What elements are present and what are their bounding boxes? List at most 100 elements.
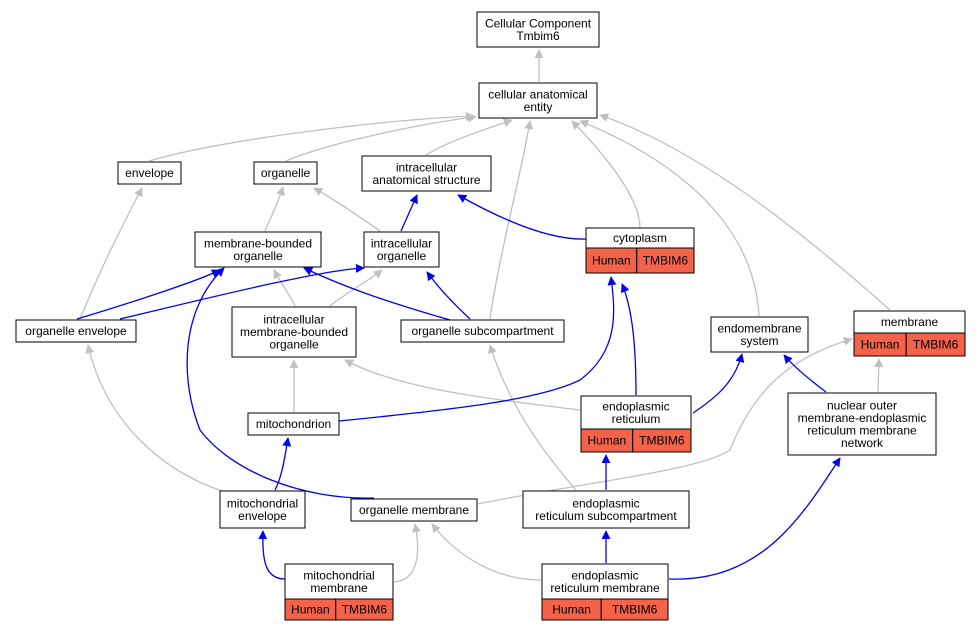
term-box xyxy=(476,11,600,48)
relation-edge-26 xyxy=(426,271,471,320)
is-a-edge-7 xyxy=(599,113,891,311)
species-label: Human xyxy=(552,603,591,617)
term-box xyxy=(400,319,565,343)
gene-cell xyxy=(335,598,394,621)
gene-label: TMBIM6 xyxy=(643,254,689,268)
gene-cell xyxy=(905,332,966,357)
term-label: organelle xyxy=(269,338,319,352)
term-box xyxy=(253,161,318,185)
is-a-edge-3 xyxy=(425,118,513,156)
term-box xyxy=(522,490,690,529)
term-label: intracellular xyxy=(263,313,324,327)
relation-edge-28 xyxy=(621,283,637,396)
term-label: reticulum xyxy=(612,412,661,426)
term-box xyxy=(231,306,357,358)
term-node-envelope[interactable]: envelope xyxy=(117,161,182,185)
relation-edge-29 xyxy=(692,353,745,414)
term-box xyxy=(710,316,809,353)
term-label: Cellular Component xyxy=(485,16,592,30)
gene-cell xyxy=(600,598,669,621)
gene-cell xyxy=(636,247,695,274)
term-node-osub[interactable]: organelle subcompartment xyxy=(400,319,565,343)
is-a-edge-14 xyxy=(344,359,581,411)
term-label: mitochondrial xyxy=(303,568,374,582)
term-label: nuclear outer xyxy=(827,398,897,412)
term-box xyxy=(361,155,492,192)
species-label: Human xyxy=(291,603,330,617)
term-box xyxy=(247,412,340,436)
relation-edge-27 xyxy=(338,276,617,422)
term-label: Tmbim6 xyxy=(516,29,560,43)
term-label: endomembrane xyxy=(717,321,801,335)
term-box xyxy=(478,82,598,119)
gene-label: TMBIM6 xyxy=(913,338,959,352)
term-label: intracellular xyxy=(371,236,432,250)
term-label: membrane xyxy=(881,315,939,329)
is-a-edge-8 xyxy=(79,187,143,320)
term-node-oenv[interactable]: organelle envelope xyxy=(15,319,137,343)
term-label: organelle membrane xyxy=(359,503,469,517)
is-a-edge-15 xyxy=(85,344,223,492)
term-box xyxy=(194,231,322,268)
term-label: organelle xyxy=(377,249,427,263)
is-a-edge-5 xyxy=(489,120,534,320)
term-node-omem[interactable]: organelle membrane xyxy=(350,498,478,522)
is-a-edge-2 xyxy=(285,113,477,162)
term-label: intracellular xyxy=(396,160,457,174)
term-label: endoplasmic xyxy=(571,568,638,582)
term-label: organelle subcompartment xyxy=(411,324,554,338)
species-label: Human xyxy=(592,254,631,268)
term-label: membrane xyxy=(310,581,368,595)
relation-edge-21 xyxy=(457,194,587,240)
gene-label: TMBIM6 xyxy=(612,603,658,617)
term-label: endoplasmic xyxy=(572,496,639,510)
term-box xyxy=(219,490,306,529)
is-a-edge-17 xyxy=(476,336,853,505)
term-label: membrane-endoplasmic xyxy=(798,411,927,425)
is-a-edge-19 xyxy=(393,523,421,583)
is-a-edge-6 xyxy=(579,119,760,317)
term-node-organelle[interactable]: organelle xyxy=(253,161,318,185)
term-label: reticulum membrane xyxy=(550,581,660,595)
term-label: mitochondrial xyxy=(227,496,298,510)
term-node-mito[interactable]: mitochondrion xyxy=(247,412,340,436)
term-node-nuc[interactable]: nuclear outermembrane-endoplasmicreticul… xyxy=(787,392,937,456)
term-label: mitochondrion xyxy=(256,417,331,431)
is-a-edge-12 xyxy=(329,269,383,307)
term-label: network xyxy=(841,436,884,450)
relation-edge-23 xyxy=(76,269,221,320)
term-label: organelle envelope xyxy=(25,324,127,338)
is-a-edge-20 xyxy=(431,523,542,581)
term-label: membrane-bounded xyxy=(204,236,312,250)
relation-edge-25 xyxy=(303,267,451,321)
relation-edge-22 xyxy=(400,194,418,232)
term-box xyxy=(363,231,440,268)
gene-cell xyxy=(632,428,692,453)
term-label: envelope xyxy=(238,509,287,523)
relation-edge-33 xyxy=(258,530,286,580)
term-label: reticulum membrane xyxy=(807,423,917,437)
term-label: cellular anatomical xyxy=(488,87,587,101)
term-label: membrane-bounded xyxy=(240,325,348,339)
term-box xyxy=(787,392,937,456)
species-label: Human xyxy=(861,338,900,352)
term-box xyxy=(15,319,137,343)
species-cell xyxy=(585,247,638,274)
term-label: system xyxy=(740,334,778,348)
gene-label: TMBIM6 xyxy=(342,603,388,617)
